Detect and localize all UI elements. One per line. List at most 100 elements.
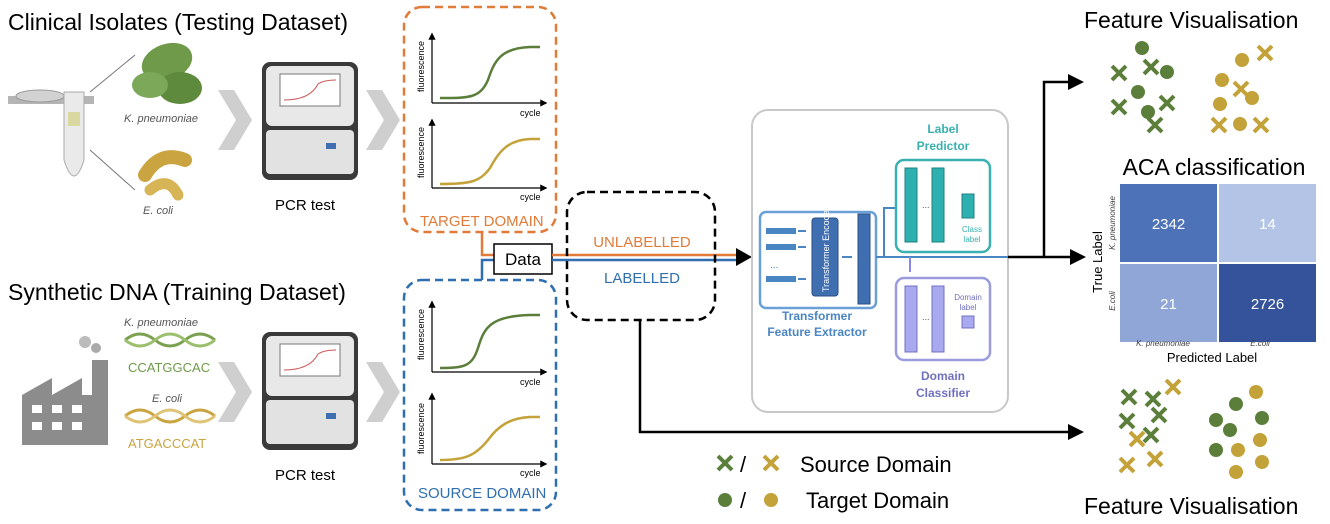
top-pcr-label: PCR test (275, 197, 336, 214)
source-domain-box (402, 278, 558, 512)
bottom-sequence-e-coli: ATGACCCAT (128, 436, 206, 451)
predictor-layer-1 (904, 167, 918, 243)
confusion-row-label-0: K. pneumoniae (1108, 196, 1117, 250)
confusion-row-label-1: E.coli (1108, 291, 1117, 311)
bottom-pcr-label: PCR test (275, 467, 336, 484)
confusion-cell (1219, 184, 1316, 262)
legend-source-label: Source Domain (800, 452, 952, 477)
confusion-ylabel: True Label (1090, 231, 1105, 293)
target-domain-box (402, 5, 558, 234)
domain-label-line1: Domain (954, 293, 982, 302)
input-ellipsis: ... (770, 260, 778, 271)
source-plot-2-xlabel: cycle (520, 468, 541, 478)
source-plot-1-xlabel: cycle (520, 377, 541, 387)
domain-label-line2: label (960, 303, 977, 312)
class-label-line2: label (964, 235, 981, 244)
domain-classifier-line1: Domain (921, 369, 965, 383)
target-plot-1-ylabel: fluorescence (416, 41, 426, 92)
sample-tube-icon (8, 89, 94, 177)
feature-vector-block (857, 213, 871, 305)
dna-helix-gold-icon (124, 408, 216, 424)
confusion-xlabel: Predicted Label (1167, 350, 1257, 365)
legend: / Source Domain / Target Domain (716, 452, 952, 513)
classifier-ellipsis: ... (922, 312, 930, 322)
bottom-species-k-pneumoniae: K. pneumoniae (124, 317, 198, 329)
chevron-arrow-icon (218, 90, 252, 150)
arrow-head-icon (736, 248, 752, 266)
confusion-cell (1219, 264, 1316, 342)
unlabelled-label: UNLABELLED (593, 234, 691, 251)
source-domain-label: SOURCE DOMAIN (418, 485, 546, 502)
e-coli-bacteria-icon (138, 150, 192, 201)
arrow-head-icon (1070, 249, 1086, 265)
confusion-col-label-0: K. pneumoniae (1136, 339, 1190, 348)
legend-separator-source: / (740, 452, 747, 477)
arrow-head-icon (1068, 424, 1084, 440)
target-plot-2: fluorescence cycle (416, 118, 548, 202)
chevron-arrow-icon (366, 90, 400, 150)
chevron-arrow-icon (218, 362, 252, 422)
input-tokens (766, 228, 806, 282)
data-label: Data (505, 250, 541, 269)
target-plot-2-xlabel: cycle (520, 192, 541, 202)
label-predictor-line2: Predictor (917, 139, 970, 153)
classifier-layer-2 (931, 285, 945, 353)
feature-extractor-line1: Transformer (782, 309, 852, 323)
confusion-cell-value: 2342 (1152, 216, 1185, 233)
confusion-cell-value: 2726 (1251, 296, 1284, 313)
bottom-sequence-k-pneumoniae: CCATGGCAC (128, 360, 210, 375)
feature-vis-bottom-title: Feature Visualisation (1084, 493, 1298, 519)
green-circle-icon (718, 493, 732, 507)
legend-target-label: Target Domain (806, 488, 949, 513)
legend-separator-target: / (740, 488, 747, 513)
confusion-col-label-1: E.coli (1250, 339, 1270, 348)
domain-classifier-line2: Classifier (916, 386, 970, 400)
transformer-encoders-block (811, 217, 839, 297)
target-domain-label: TARGET DOMAIN (420, 213, 544, 230)
data-box (493, 243, 553, 275)
source-plot-2: fluorescence cycle (416, 392, 548, 478)
confusion-cell-value: 14 (1259, 216, 1276, 233)
confusion-cell (1120, 184, 1217, 262)
green-cross-icon (716, 454, 734, 472)
bottom-section-title: Synthetic DNA (Training Dataset) (8, 279, 346, 305)
confusion-matrix: 2342 14 21 2726 (1120, 184, 1316, 342)
class-label-line1: Class (962, 225, 982, 234)
bottom-flow-line (638, 320, 1074, 434)
top-flow-line (1042, 80, 1074, 257)
gold-cross-icon (762, 454, 780, 472)
source-connector (480, 258, 498, 280)
target-connector (480, 232, 498, 257)
confusion-cell-value: 21 (1160, 296, 1177, 313)
dna-helix-green-icon (124, 332, 216, 348)
top-species-e-coli: E. coli (143, 205, 174, 217)
source-plot-1: fluorescence cycle (416, 300, 548, 387)
predictor-ellipsis: ... (922, 200, 930, 210)
source-plot-1-ylabel: fluorescence (416, 309, 426, 360)
chevron-arrow-icon (366, 362, 400, 422)
top-species-k-pneumoniae: K. pneumoniae (124, 113, 198, 125)
domain-label-block (961, 315, 975, 329)
feature-vis-bottom-scatter (1118, 378, 1269, 479)
classifier-layer-1 (904, 285, 918, 353)
source-plot-2-ylabel: fluorescence (416, 403, 426, 454)
pcr-machine-icon (262, 332, 358, 450)
class-label-block (961, 193, 975, 219)
k-pneumoniae-bacteria-icon (132, 42, 202, 104)
feature-vis-top-scatter (1110, 41, 1274, 134)
bottom-species-e-coli: E. coli (152, 393, 183, 405)
confusion-cell (1120, 264, 1217, 342)
predictor-layer-2 (931, 167, 945, 243)
gold-circle-icon (764, 493, 778, 507)
feature-extractor-line2: Feature Extractor (767, 325, 867, 339)
factory-icon (22, 336, 108, 445)
feature-vis-top-title: Feature Visualisation (1084, 7, 1298, 33)
target-plot-1: fluorescence cycle (416, 32, 548, 118)
confusion-title: ACA classification (1123, 154, 1306, 180)
transformer-encoders-label: Transformer Encoders (821, 202, 831, 292)
label-predictor-line1: Label (927, 122, 958, 136)
labelled-label: LABELLED (604, 270, 680, 287)
target-plot-2-ylabel: fluorescence (416, 127, 426, 178)
arrow-head-icon (1068, 74, 1084, 90)
